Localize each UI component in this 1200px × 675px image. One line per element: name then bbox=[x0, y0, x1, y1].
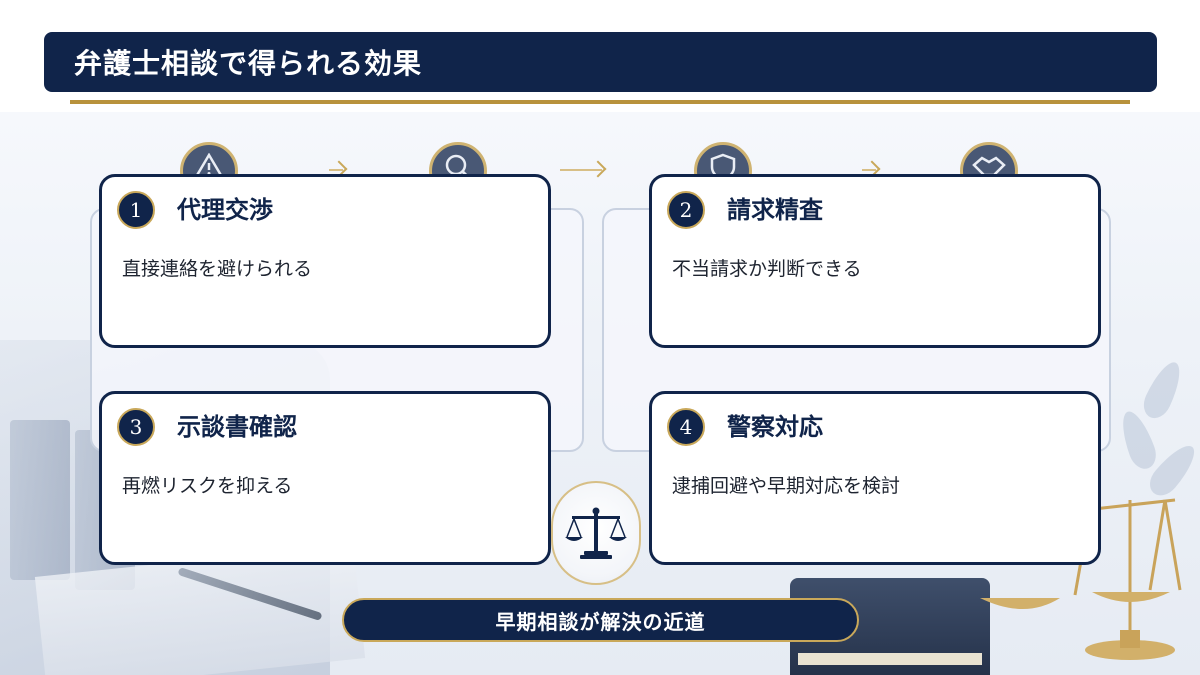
card-number-badge: 3 bbox=[117, 408, 155, 446]
conclusion-banner: 早期相談が解決の近道 bbox=[342, 598, 859, 642]
card-police-response: 4 警察対応 逮捕回避や早期対応を検討 bbox=[649, 391, 1101, 565]
background-book-spine bbox=[10, 420, 70, 580]
scales-of-justice-icon bbox=[564, 505, 628, 561]
card-title: 請求精査 bbox=[727, 190, 823, 225]
card-title: 代理交渉 bbox=[177, 190, 273, 225]
card-representation: 1 代理交渉 直接連絡を避けられる bbox=[99, 174, 551, 348]
card-description: 逮捕回避や早期対応を検討 bbox=[672, 471, 900, 498]
card-number-badge: 4 bbox=[667, 408, 705, 446]
card-number-badge: 2 bbox=[667, 191, 705, 229]
card-number-badge: 1 bbox=[117, 191, 155, 229]
card-settlement-check: 3 示談書確認 再燃リスクを抑える bbox=[99, 391, 551, 565]
card-title: 示談書確認 bbox=[177, 407, 297, 442]
arrow-connector bbox=[560, 169, 602, 171]
title-underline bbox=[70, 100, 1130, 104]
card-claim-review: 2 請求精査 不当請求か判断できる bbox=[649, 174, 1101, 348]
arrow-connector bbox=[329, 169, 343, 171]
card-description: 不当請求か判断できる bbox=[672, 254, 862, 281]
center-medallion bbox=[551, 481, 641, 585]
card-description: 直接連絡を避けられる bbox=[122, 254, 312, 281]
card-description: 再燃リスクを抑える bbox=[122, 471, 292, 498]
card-title: 警察対応 bbox=[727, 407, 823, 442]
page-title: 弁護士相談で得られる効果 bbox=[74, 42, 422, 82]
arrow-connector bbox=[862, 169, 876, 171]
title-bar: 弁護士相談で得られる効果 bbox=[44, 32, 1157, 92]
